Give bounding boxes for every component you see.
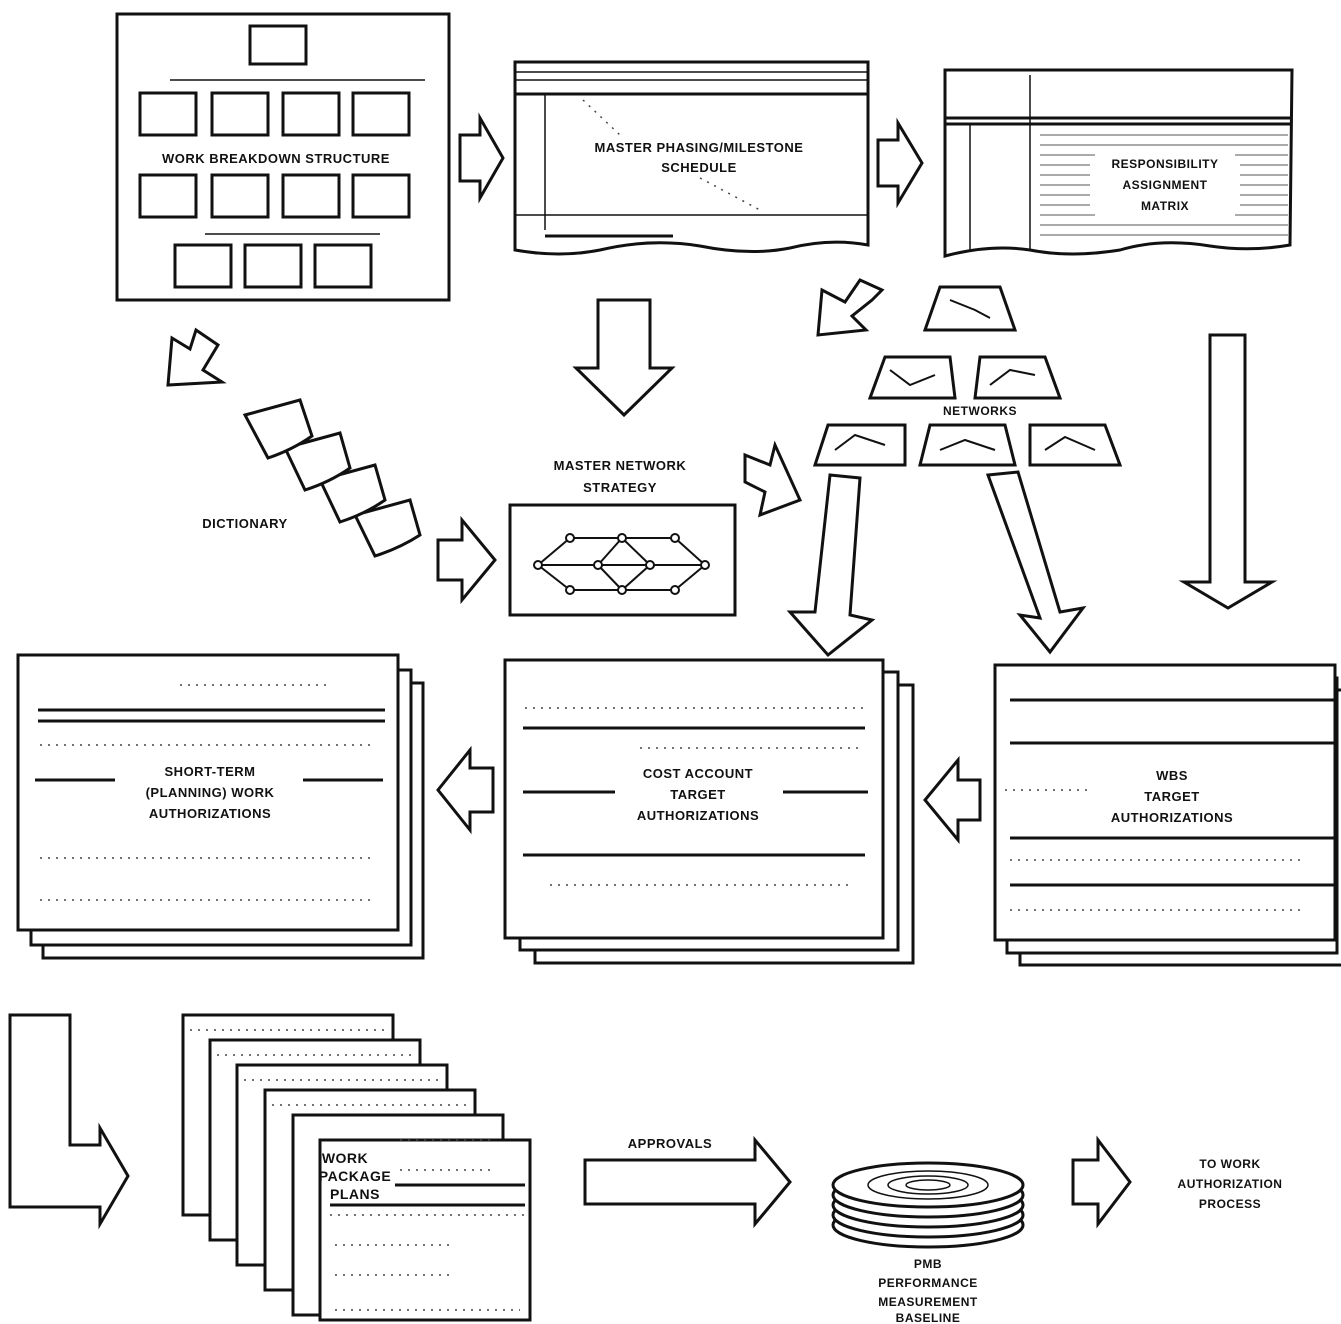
arrow-pmb-to-work-authorization [1071,1135,1132,1229]
wbs-target-authorizations-stack: WBS TARGET AUTHORIZATIONS [993,663,1341,967]
master-phasing-title: MASTER PHASING/MILESTONE [595,140,804,155]
master-network-strategy-panel: MASTER NETWORK STRATEGY [508,458,737,617]
networks-label: NETWORKS [943,404,1017,418]
wbs-label: WORK BREAKDOWN STRUCTURE [162,151,390,166]
arrow-ram-to-networks [816,278,885,337]
short-term-work-authorizations-stack: SHORT-TERM (PLANNING) WORK AUTHORIZATION… [16,653,425,960]
cost-account-target-authorizations-stack: COST ACCOUNT TARGET AUTHORIZATIONS [503,658,915,965]
master-network-title-2: STRATEGY [583,480,657,495]
wbs-target-title-2: TARGET [1144,789,1199,804]
short-term-title-2: (PLANNING) WORK [146,785,275,800]
networks-pyramid: NETWORKS [812,285,1123,467]
pmb-title-2: PERFORMANCE [878,1276,978,1290]
short-term-title-3: AUTHORIZATIONS [149,806,271,821]
master-phasing-schedule-panel: MASTER PHASING/MILESTONE SCHEDULE [513,60,870,256]
arrow-wbs-to-schedule [458,112,505,204]
pmb-title-3: MEASUREMENT [878,1295,978,1309]
arrow-schedule-to-master-network [572,298,676,418]
arrow-ram-to-wbs-target [1178,333,1278,610]
arrow-short-term-to-work-packages [8,1013,130,1230]
work-package-title-1: WORK [322,1150,368,1166]
cost-account-title-2: TARGET [670,787,725,802]
ram-title-2: ASSIGNMENT [1122,178,1207,192]
cost-account-title-3: AUTHORIZATIONS [637,808,759,823]
arrow-networks-to-cost-account [786,473,876,658]
approvals-arrow [583,1135,792,1229]
master-phasing-subtitle: SCHEDULE [661,160,737,175]
arrow-networks-to-master-network [743,440,803,518]
wbs-panel: WORK BREAKDOWN STRUCTURE [115,12,451,302]
work-package-title-2: PACKAGE [319,1168,391,1184]
arrow-cost-account-to-short-term [436,745,495,835]
work-package-title-3: PLANS [330,1186,380,1202]
to-work-auth-2: AUTHORIZATION [1178,1177,1283,1191]
wbs-target-title-3: AUTHORIZATIONS [1111,810,1233,825]
arrow-wbs-to-dictionary [166,327,227,387]
responsibility-assignment-matrix-panel: RESPONSIBILITY ASSIGNMENT MATRIX [943,68,1294,258]
ram-title-1: RESPONSIBILITY [1111,157,1218,171]
pmb-title-4: BASELINE [896,1311,961,1324]
pmb-disc-stack: PMB PERFORMANCE MEASUREMENT BASELINE [831,1161,1025,1324]
arrow-wbs-target-to-cost-account [923,755,982,845]
to-work-auth-3: PROCESS [1199,1197,1261,1211]
arrow-networks-to-cost-account-2 [985,470,1087,655]
arrow-dictionary-to-master-network [436,515,497,605]
dictionary-stack: DICTIONARY [202,398,422,558]
dictionary-label: DICTIONARY [202,516,287,531]
pmb-title-1: PMB [914,1257,942,1271]
ram-title-3: MATRIX [1141,199,1189,213]
approvals-label: APPROVALS [628,1136,712,1151]
to-work-auth-1: TO WORK [1199,1157,1260,1171]
short-term-title-1: SHORT-TERM [165,764,256,779]
wbs-target-title-1: WBS [1156,768,1188,783]
arrow-schedule-to-ram [876,117,924,209]
master-network-title-1: MASTER NETWORK [554,458,687,473]
work-package-plans-stack: WORK PACKAGE PLANS [181,1013,532,1322]
cost-account-title-1: COST ACCOUNT [643,766,753,781]
